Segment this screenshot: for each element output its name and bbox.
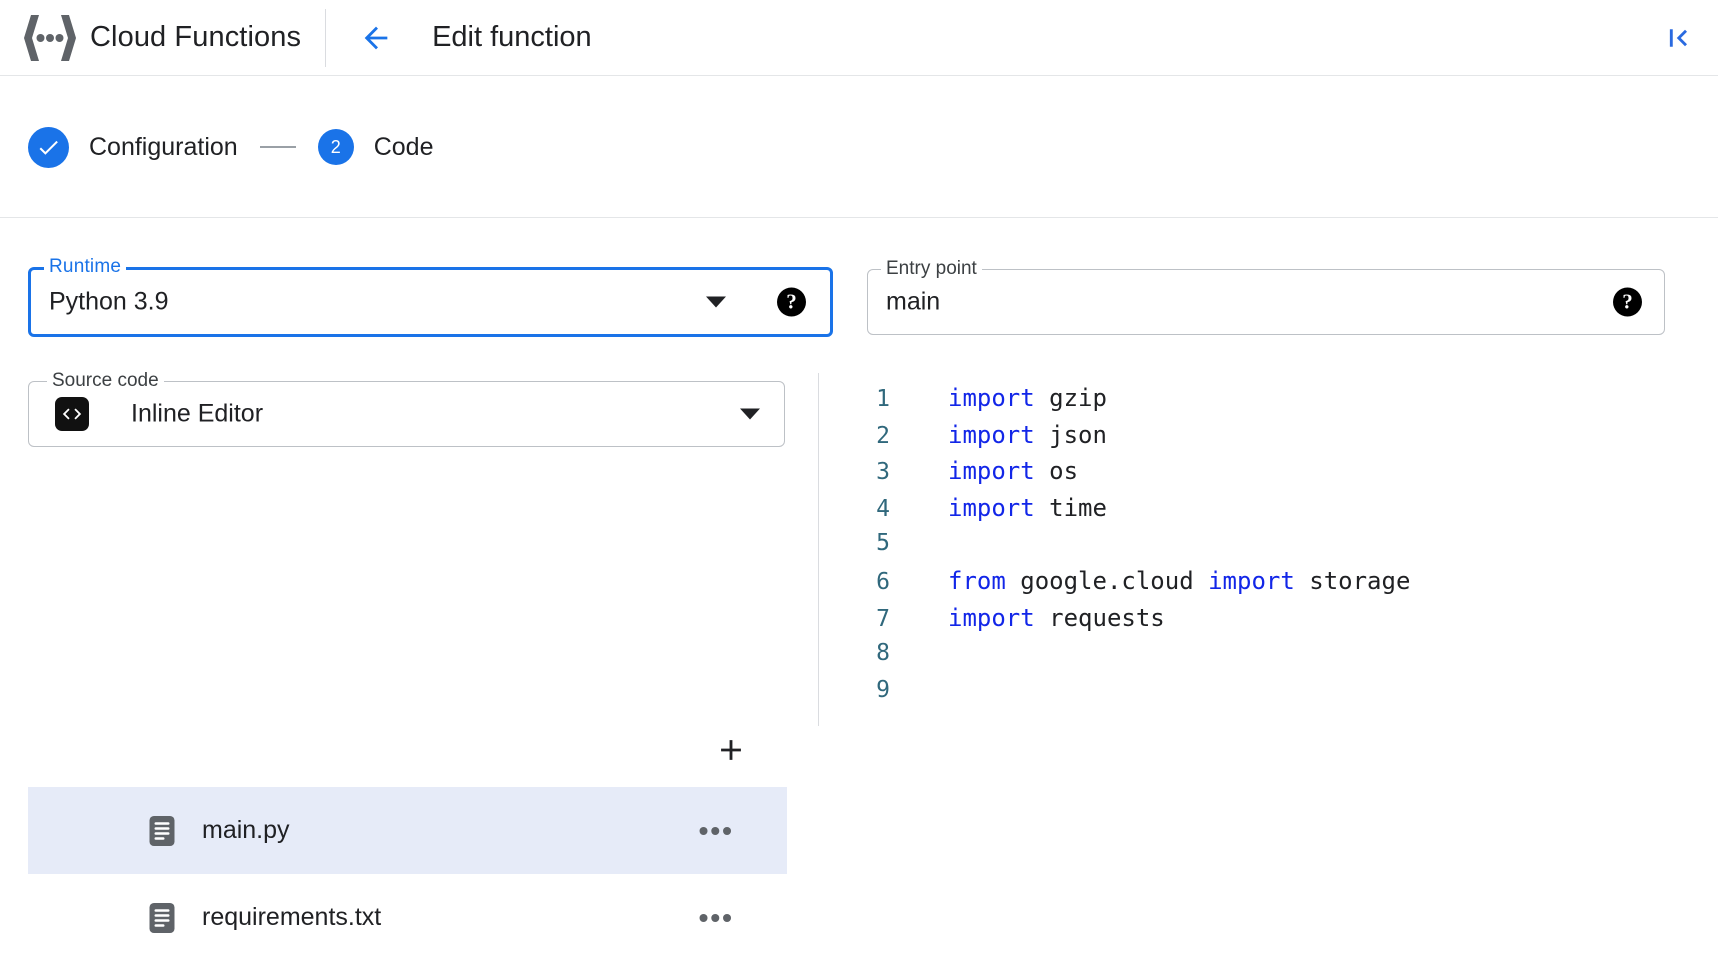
code-line: 3 import os — [840, 457, 1718, 494]
product-title: Cloud Functions — [90, 21, 302, 53]
code-line-number: 5 — [876, 530, 890, 557]
document-icon — [149, 902, 175, 933]
app-header: Cloud Functions Edit function — [0, 0, 1718, 76]
page-title: Edit function — [432, 21, 592, 53]
file-name: main.py — [202, 816, 290, 844]
pane-divider — [818, 373, 819, 726]
cloud-functions-logo-icon — [24, 14, 76, 61]
code-token: time — [1034, 493, 1107, 522]
code-token: gzip — [1034, 384, 1107, 412]
code-keyword: import — [948, 457, 1035, 486]
source-code-label: Source code — [47, 371, 164, 390]
collapse-left-icon — [1669, 28, 1687, 47]
add-file-button[interactable] — [708, 727, 754, 773]
code-line: 8 — [840, 640, 1718, 677]
code-line: 6 from google.cloud import storage — [840, 567, 1718, 604]
step-code[interactable]: 2 Code — [317, 129, 434, 165]
step-configuration-marker — [28, 126, 69, 168]
code-line-text: import json — [948, 421, 1107, 449]
code-line: 9 — [840, 677, 1718, 714]
code-keyword: from — [948, 566, 1006, 595]
code-line-text: import time — [948, 494, 1107, 522]
code-brackets-glyph — [62, 408, 82, 420]
code-line: 7 import requests — [840, 604, 1718, 641]
code-line: 1 import gzip — [840, 384, 1718, 421]
code-line-number: 6 — [876, 568, 890, 595]
document-icon — [149, 815, 175, 846]
file-overflow-menu-button[interactable]: ••• — [698, 901, 734, 933]
code-line-text: from google.cloud import storage — [948, 567, 1410, 595]
source-code-select[interactable]: Source code Inline Editor — [28, 371, 785, 447]
step-connector — [259, 146, 296, 148]
code-token: requests — [1034, 603, 1165, 632]
runtime-label: Runtime — [44, 257, 127, 276]
code-brackets-icon — [55, 397, 89, 431]
code-line-number: 1 — [876, 386, 890, 412]
file-list-item-main-py[interactable]: main.py ••• — [28, 787, 787, 874]
code-token: os — [1034, 457, 1079, 486]
code-line-text: import requests — [948, 604, 1165, 632]
check-icon — [39, 140, 58, 155]
code-line-number: 8 — [876, 640, 890, 667]
code-keyword: import — [1208, 566, 1295, 595]
runtime-select[interactable]: Runtime Python 3.9 — [28, 257, 833, 337]
entry-point-label: Entry point — [881, 259, 982, 278]
step-code-number: 2 — [330, 137, 341, 157]
chevron-down-icon[interactable] — [740, 408, 760, 420]
runtime-help-button[interactable]: ? — [777, 287, 1682, 317]
step-code-label: Code — [373, 132, 434, 161]
code-line-text: import gzip — [948, 384, 1107, 412]
code-token: json — [1034, 420, 1107, 449]
code-keyword: import — [948, 384, 1035, 412]
code-editor[interactable]: 1 import gzip 2 import json 3 import os 4 impor… — [840, 384, 1718, 726]
step-configuration-label: Configuration — [89, 132, 238, 161]
code-line: 5 — [840, 530, 1718, 567]
back-button[interactable] — [352, 14, 400, 62]
help-icon: ? — [1613, 287, 1642, 317]
code-token: storage — [1294, 566, 1411, 595]
step-configuration[interactable]: Configuration — [28, 126, 238, 168]
help-icon: ? — [777, 287, 806, 317]
code-line-number: 2 — [876, 422, 890, 449]
file-name: requirements.txt — [202, 903, 382, 931]
file-list: main.py ••• requirements.txt ••• — [28, 787, 787, 961]
code-keyword: import — [948, 420, 1035, 449]
code-line-number: 3 — [876, 459, 890, 486]
product-brand[interactable]: Cloud Functions — [0, 0, 325, 75]
code-keyword: import — [948, 603, 1035, 632]
code-line-number: 7 — [876, 605, 890, 632]
code-token: google.cloud — [1005, 566, 1209, 595]
entry-point-field[interactable]: Entry point ? — [867, 259, 1665, 335]
plus-icon — [721, 740, 741, 760]
chevron-down-icon[interactable] — [706, 296, 726, 308]
entry-point-help-button[interactable]: ? — [1613, 287, 1642, 317]
runtime-value: Python 3.9 — [49, 287, 169, 316]
code-line-number: 9 — [876, 676, 890, 703]
code-line-number: 4 — [876, 495, 890, 522]
file-list-item-requirements-txt[interactable]: requirements.txt ••• — [28, 874, 787, 961]
code-line: 4 import time — [840, 494, 1718, 531]
entry-point-input[interactable] — [886, 287, 1486, 317]
collapse-panel-button[interactable] — [1654, 14, 1702, 62]
source-code-value: Inline Editor — [131, 399, 264, 428]
step-code-marker: 2 — [317, 129, 354, 165]
code-line: 2 import json — [840, 421, 1718, 458]
code-keyword: import — [948, 493, 1035, 522]
arrow-left-icon — [364, 26, 388, 49]
wizard-stepper: Configuration 2 Code — [0, 77, 1718, 218]
header-divider — [325, 8, 327, 67]
code-line-text: import os — [948, 457, 1078, 485]
file-overflow-menu-button[interactable]: ••• — [698, 814, 734, 846]
